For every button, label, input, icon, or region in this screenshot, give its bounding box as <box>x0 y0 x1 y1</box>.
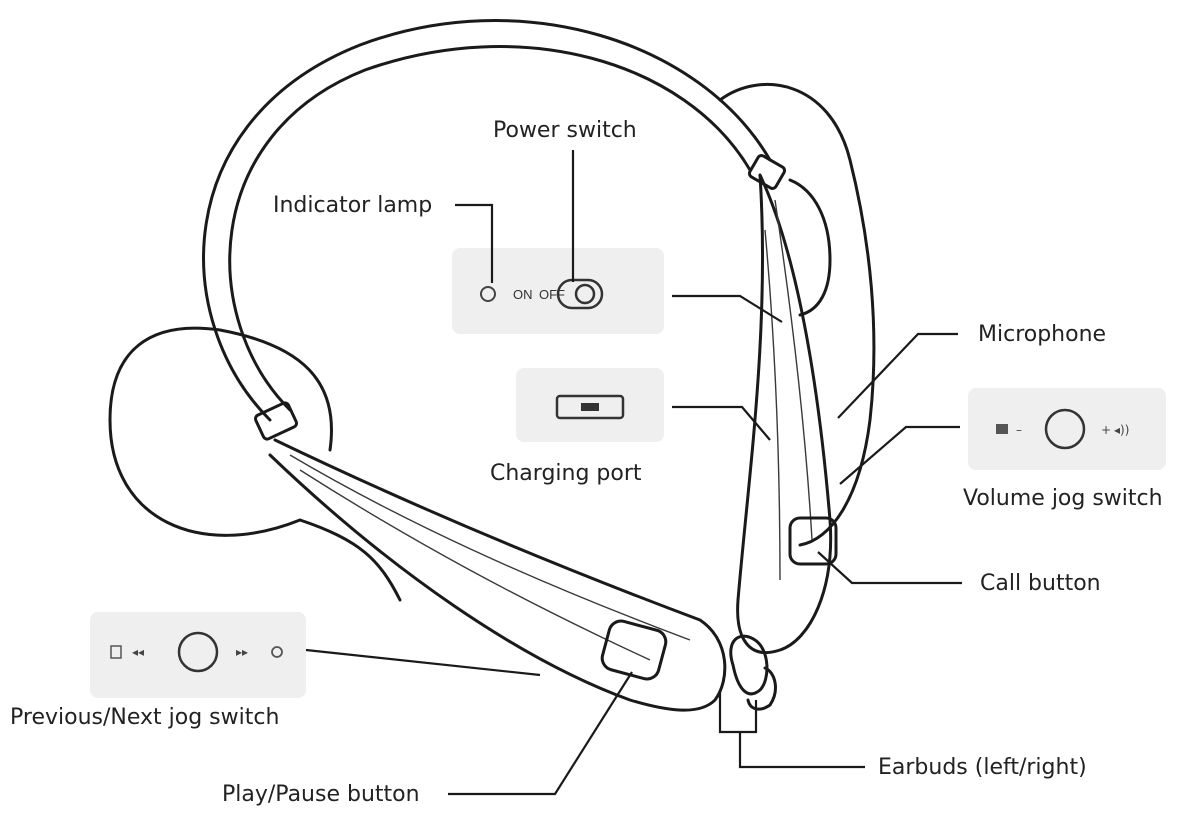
call-button-label: Call button <box>980 571 1101 596</box>
volume-down-icon <box>996 424 1008 434</box>
volume-inset: – + ◂)) <box>968 388 1166 470</box>
switch-off-text: OFF <box>539 287 565 302</box>
right-neckband-arm <box>738 175 836 653</box>
earbuds <box>731 636 776 709</box>
svg-text:+: + <box>1101 423 1111 437</box>
microphone-label: Microphone <box>978 322 1106 347</box>
volume-up-icon: ◂)) <box>1114 423 1129 437</box>
earbuds-label: Earbuds (left/right) <box>878 755 1087 780</box>
volume-jog-switch-label: Volume jog switch <box>963 486 1163 511</box>
next-icon: ▸▸ <box>236 645 248 659</box>
left-ear-cushion <box>110 328 400 600</box>
power-switch-label: Power switch <box>493 118 637 143</box>
previous-icon: ◂◂ <box>132 645 144 659</box>
headband <box>204 21 786 441</box>
play-pause-button-label: Play/Pause button <box>222 782 420 807</box>
svg-text:–: – <box>1016 423 1022 437</box>
charging-inset <box>516 368 664 442</box>
prev-next-inset: ◂◂ ▸▸ <box>90 612 306 698</box>
indicator-lamp-label: Indicator lamp <box>273 193 432 218</box>
charging-port-label: Charging port <box>490 461 642 486</box>
power-inset: ON OFF <box>452 248 664 334</box>
switch-on-text: ON <box>513 287 533 302</box>
prev-next-jog-switch-label: Previous/Next jog switch <box>10 705 279 730</box>
